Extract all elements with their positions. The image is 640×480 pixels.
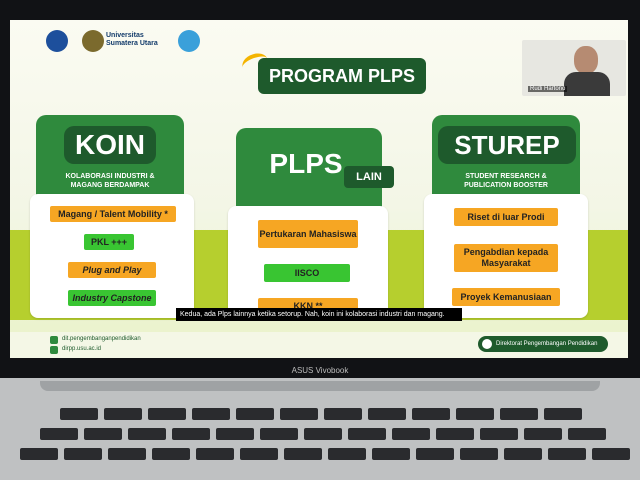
website-link: dirpp.usu.ac.id	[62, 346, 102, 352]
plps-item-iisco[interactable]: IISCO	[264, 264, 350, 282]
koin-card: Magang / Talent Mobility * PKL +++ Plug …	[30, 194, 194, 318]
directorate-badge: Direktorat Pengembangan Pendidikan	[478, 336, 608, 352]
laptop-bezel: Universitas Sumatera Utara PROGRAM PLPS …	[0, 0, 640, 378]
university-name: Universitas Sumatera Utara	[106, 32, 158, 47]
keyboard-key	[504, 448, 542, 460]
keyboard-key	[592, 448, 630, 460]
live-caption: Kedua, ada Plps lainnya ketika setorup. …	[176, 308, 462, 321]
keyboard-key	[172, 428, 210, 440]
keyboard-key	[456, 408, 494, 420]
slide-title: PROGRAM PLPS	[258, 58, 426, 94]
keyboard-key	[348, 428, 386, 440]
laptop-brand: ASUS Vivobook	[291, 366, 349, 375]
sturep-item-proyek[interactable]: Proyek Kemanusiaan	[452, 288, 560, 306]
keyboard-key	[240, 448, 278, 460]
keyboard-key	[568, 428, 606, 440]
presentation-screen: Universitas Sumatera Utara PROGRAM PLPS …	[10, 20, 628, 358]
sturep-title: STUREP	[438, 126, 576, 164]
keyboard-key	[368, 408, 406, 420]
keyboard-key	[192, 408, 230, 420]
plps-title-suffix: LAIN	[344, 166, 394, 188]
koin-item-industry-capstone[interactable]: Industry Capstone	[68, 290, 156, 306]
keyboard-key	[524, 428, 562, 440]
keyboard-key	[84, 428, 122, 440]
keyboard-key	[304, 428, 342, 440]
keyboard-key	[260, 428, 298, 440]
plps-item-pertukaran[interactable]: Pertukaran Mahasiswa	[258, 220, 358, 248]
koin-item-magang[interactable]: Magang / Talent Mobility *	[50, 206, 176, 222]
koin-title: KOIN	[64, 126, 156, 164]
instagram-handle: dit.pengembanganpendidikan	[62, 336, 141, 342]
keyboard-key	[104, 408, 142, 420]
instagram-icon	[50, 336, 58, 344]
keyboard-key	[416, 448, 454, 460]
keyboard-key	[40, 428, 78, 440]
keyboard-key	[284, 448, 322, 460]
slide-header: Universitas Sumatera Utara	[10, 20, 628, 62]
directorate-logo	[482, 339, 492, 349]
keyboard-key	[328, 448, 366, 460]
koin-item-pkl[interactable]: PKL +++	[84, 234, 134, 250]
keyboard-key	[392, 428, 430, 440]
plps-title: PLPS	[269, 148, 343, 179]
kampus-merdeka-logo	[178, 30, 200, 52]
webcam-name-label: Rudi Hartono	[528, 86, 568, 92]
sturep-item-riset[interactable]: Riset di luar Prodi	[454, 208, 558, 226]
webcam-tile[interactable]: Rudi Hartono	[522, 40, 626, 96]
keyboard-key	[280, 408, 318, 420]
keyboard-key	[216, 428, 254, 440]
keyboard-key	[128, 428, 166, 440]
laptop-hinge	[40, 381, 600, 391]
keyboard-key	[148, 408, 186, 420]
koin-item-plug-and-play[interactable]: Plug and Play	[68, 262, 156, 278]
keyboard-key	[372, 448, 410, 460]
keyboard-key	[196, 448, 234, 460]
keyboard-key	[236, 408, 274, 420]
keyboard-key	[64, 448, 102, 460]
koin-subtitle: KOLABORASI INDUSTRI & MAGANG BERDAMPAK	[65, 173, 155, 189]
kemendikbud-logo	[46, 30, 68, 52]
plps-card: Pertukaran Mahasiswa IISCO KKN **	[228, 206, 388, 318]
sturep-item-pengabdian[interactable]: Pengabdian kepada Masyarakat	[454, 244, 558, 272]
keyboard-key	[500, 408, 538, 420]
keyboard-key	[460, 448, 498, 460]
keyboard-key	[324, 408, 362, 420]
globe-icon	[50, 346, 58, 354]
laptop-keyboard-deck	[0, 378, 640, 480]
usu-logo	[82, 30, 104, 52]
keyboard-key	[152, 448, 190, 460]
presenter-head	[574, 46, 598, 74]
presenter-body	[564, 72, 610, 96]
slide-footer: dit.pengembanganpendidikan dirpp.usu.ac.…	[10, 332, 628, 358]
keyboard-key	[108, 448, 146, 460]
keyboard-key	[480, 428, 518, 440]
keyboard-key	[20, 448, 58, 460]
sturep-subtitle: STUDENT RESEARCH & PUBLICATION BOOSTER	[464, 173, 548, 189]
keyboard-key	[60, 408, 98, 420]
keyboard-key	[412, 408, 450, 420]
keyboard-key	[544, 408, 582, 420]
keyboard-key	[436, 428, 474, 440]
sturep-card: Riset di luar Prodi Pengabdian kepada Ma…	[424, 194, 588, 318]
keyboard-key	[548, 448, 586, 460]
